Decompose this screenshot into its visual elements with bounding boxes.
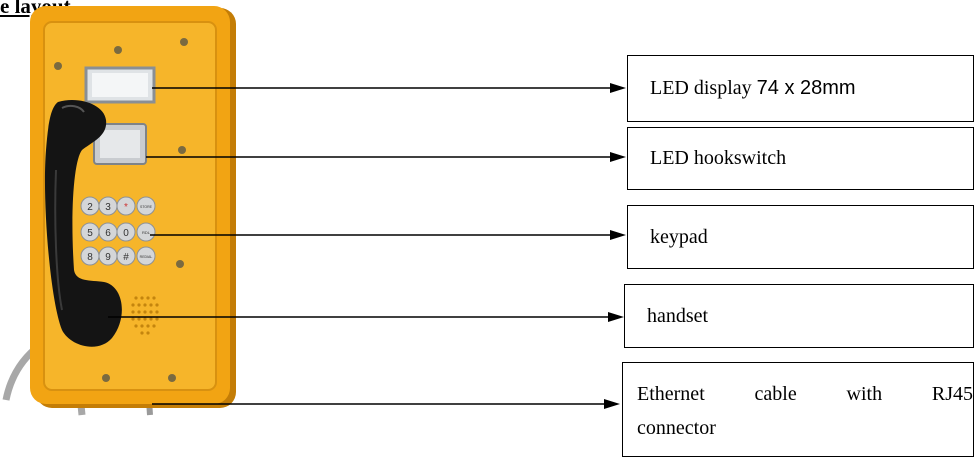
keypad-key-label: 9: [105, 252, 111, 263]
keypad-key-label: REDIAL: [140, 255, 153, 259]
label-led-display-size: 74 x 28mm: [756, 77, 856, 99]
label-keypad-text: keypad: [650, 225, 708, 248]
keypad-key: [116, 246, 136, 266]
arrowhead-icon: [608, 312, 624, 322]
keypad-key-label: 6: [105, 228, 111, 239]
keypad-key-label: *: [124, 202, 128, 213]
keypad-key: [116, 222, 136, 242]
keypad-key-label: #: [123, 252, 129, 263]
label-hookswitch: LED hookswitch: [627, 127, 974, 190]
keypad-key: [136, 222, 156, 242]
screw-icon: [168, 374, 176, 382]
keypad-key-label: RDL: [142, 230, 151, 235]
label-keypad: keypad: [627, 205, 974, 269]
screw-icon: [180, 38, 188, 46]
keypad: 2 3 * STORE 5 6 0 RDL 8 9 # REDIAL: [80, 196, 156, 266]
screw-icon: [114, 46, 122, 54]
keypad-key-label: 3: [105, 202, 111, 213]
label-led-display: LED display 74 x 28mm: [627, 55, 974, 122]
label-hookswitch-text: LED hookswitch: [650, 147, 787, 169]
screw-icon: [176, 260, 184, 268]
arrowhead-icon: [610, 230, 626, 240]
keypad-key: [136, 196, 156, 216]
label-ethernet: Ethernet cable with RJ45 connector: [622, 362, 974, 457]
keypad-key-label: 8: [87, 252, 93, 263]
arrowhead-icon: [610, 152, 626, 162]
speaker-grille: [131, 296, 159, 335]
keypad-key-label: 2: [87, 202, 93, 213]
keypad-key-label: STORE: [140, 205, 153, 209]
screw-icon: [54, 62, 62, 70]
label-ethernet-line2: connector: [637, 417, 716, 439]
keypad-key: [116, 196, 136, 216]
callout-arrows: [108, 83, 626, 409]
label-handset-text: handset: [647, 304, 709, 327]
arrowhead-icon: [604, 399, 620, 409]
arrowhead-icon: [610, 83, 626, 93]
handset: [44, 100, 122, 347]
label-ethernet-line1: Ethernet cable with RJ45: [637, 383, 973, 405]
keypad-key-label: 5: [87, 228, 93, 239]
keypad-key-label: 0: [123, 228, 129, 239]
label-handset: handset: [624, 284, 974, 348]
keypad-key: [136, 246, 156, 266]
label-led-display-text: LED display: [650, 77, 757, 99]
screw-icon: [178, 146, 186, 154]
screw-icon: [102, 374, 110, 382]
